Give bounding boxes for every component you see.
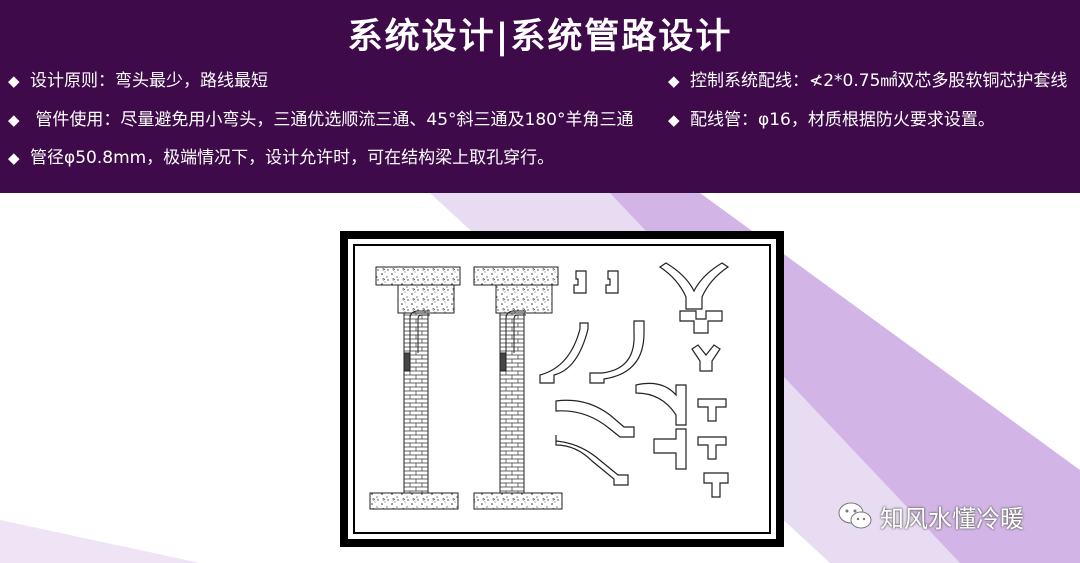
diamond-bullet-icon: ◆ — [668, 72, 680, 90]
pipe-elbows — [539, 270, 645, 486]
diamond-bullet-icon: ◆ — [8, 149, 20, 167]
wall-section-left — [369, 266, 461, 510]
bullet-item: ◆管径φ50.8mm，极端情况下，设计允许时，可在结构梁上取孔穿行。 — [8, 148, 555, 168]
diamond-bullet-icon: ◆ — [668, 111, 680, 129]
header-banner: 系统设计|系统管路设计 ◆设计原则：弯头最少，路线最短 ◆ 管件使用：尽量避免用… — [0, 0, 1080, 193]
watermark: 知风水懂冷暖 — [838, 498, 1024, 534]
diamond-bullet-icon: ◆ — [8, 72, 20, 90]
diamond-bullet-icon: ◆ — [8, 111, 20, 129]
page-title: 系统设计|系统管路设计 — [347, 17, 733, 57]
watermark-text: 知风水懂冷暖 — [880, 504, 1024, 533]
wechat-icon — [838, 502, 872, 529]
wall-section-right — [473, 266, 563, 510]
pipe-fittings-drawing — [340, 231, 784, 547]
bullet-item: ◆设计原则：弯头最少，路线最短 — [8, 71, 268, 91]
pipe-tees — [635, 262, 730, 498]
bullet-item: ◆ 管件使用：尽量避免用小弯头，三通优选顺流三通、45°斜三通及180°羊角三通 — [8, 110, 634, 130]
bullet-item: ◆配线管：φ16，材质根据防火要求设置。 — [668, 110, 995, 130]
bullet-item: ◆控制系统配线：≮2*0.75㎟双芯多股软铜芯护套线 — [668, 71, 1068, 91]
